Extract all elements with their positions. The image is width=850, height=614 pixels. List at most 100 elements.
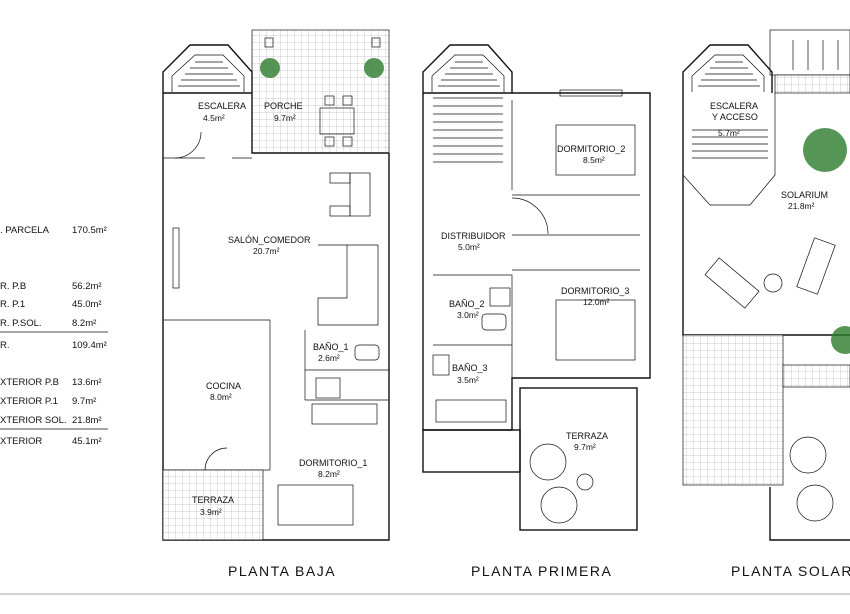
- lower-terrace-walls: [769, 487, 850, 541]
- stair-steps-icon: [438, 61, 500, 87]
- terrace-outline: [519, 387, 638, 531]
- balcony-ledge: [422, 429, 521, 473]
- pillar-icon: [371, 37, 381, 48]
- toilet-icon: [481, 313, 507, 331]
- plant-icon: [831, 326, 850, 354]
- summary-label: R. P.SOL.: [0, 318, 42, 329]
- room-area-dormitorio3: 12.0m²: [583, 297, 610, 307]
- sofa-icon: [317, 244, 379, 326]
- terraza-floor: [162, 469, 264, 541]
- room-area-terraza: 9.7m²: [574, 442, 596, 452]
- room-name-escalera: ESCALERA: [198, 101, 246, 111]
- plan-title-baja: PLANTA BAJA: [228, 563, 336, 579]
- door-swing-icon: [511, 197, 549, 235]
- summary-value: 8.2m²: [72, 318, 96, 329]
- bed-icon: [277, 484, 354, 526]
- summary-label: . PARCELA: [0, 225, 50, 236]
- summary-value: 56.2m²: [72, 281, 102, 292]
- summary-label: R. P.1: [0, 299, 25, 310]
- side-table-icon: [576, 473, 594, 491]
- plant-icon: [260, 58, 280, 78]
- dining-chair-icon: [329, 205, 351, 217]
- stair-steps-icon: [692, 129, 768, 159]
- plan-planta-baja: ESCALERA 4.5m² PORCHE 9.7m² SALÓN_COMEDO…: [162, 29, 390, 579]
- summary-value: 9.7m²: [72, 396, 96, 407]
- interior-wall: [433, 274, 513, 378]
- plant-icon: [803, 128, 847, 172]
- interior-wall: [304, 330, 389, 401]
- pillar-icon: [264, 37, 274, 48]
- railing-icon: [792, 40, 839, 70]
- stair-steps-icon: [178, 61, 240, 87]
- sunbed-icon: [796, 237, 836, 295]
- room-name-distribuidor: DISTRIBUIDOR: [441, 231, 506, 241]
- room-name-dormitorio1: DORMITORIO_1: [299, 458, 367, 468]
- summary-label: R. P.B: [0, 281, 26, 292]
- room-name-dormitorio3: DORMITORIO_3: [561, 286, 629, 296]
- sunbed-icon: [704, 257, 760, 309]
- chair-icon: [342, 136, 353, 147]
- summary-value: 170.5m²: [72, 225, 107, 236]
- room-area-bano3: 3.5m²: [457, 375, 479, 385]
- bathtub-icon: [311, 403, 378, 425]
- sink-icon: [315, 377, 341, 399]
- chair-icon: [342, 95, 353, 106]
- room-name-salon: SALÓN_COMEDOR: [228, 235, 311, 245]
- stair-steps-icon: [433, 97, 503, 163]
- table-icon: [319, 107, 355, 135]
- lounger-chair-icon: [796, 484, 834, 522]
- room-area-escalera: 5.7m²: [718, 128, 740, 138]
- room-area-dormitorio1: 8.2m²: [318, 469, 340, 479]
- room-area-dormitorio2: 8.5m²: [583, 155, 605, 165]
- stair-tower-outline: [422, 44, 513, 93]
- room-area-solarium: 21.8m²: [788, 201, 815, 211]
- door-swing-icon: [204, 447, 228, 471]
- room-area-escalera: 4.5m²: [203, 113, 225, 123]
- lounger-chair-icon: [789, 436, 827, 474]
- summary-value: 13.6m²: [72, 377, 102, 388]
- summary-value: 109.4m²: [72, 340, 107, 351]
- stair-enclosure: [682, 93, 776, 206]
- shower-icon: [489, 287, 511, 307]
- room-area-cocina: 8.0m²: [210, 392, 232, 402]
- tile-area: [682, 334, 784, 486]
- room-area-distribuidor: 5.0m²: [458, 242, 480, 252]
- bed-icon: [555, 299, 636, 361]
- ground-floor-walls: [162, 93, 390, 541]
- plant-icon: [364, 58, 384, 78]
- chair-icon: [324, 95, 335, 106]
- toilet-icon: [432, 354, 450, 376]
- room-name-escalera-line2: Y ACCESO: [712, 112, 758, 122]
- side-table-icon: [763, 273, 783, 293]
- room-name-terraza: TERRAZA: [566, 431, 608, 441]
- plan-title-primera: PLANTA PRIMERA: [471, 563, 612, 579]
- stair-tower-inner: [171, 54, 245, 92]
- plan-title-solarium: PLANTA SOLARIU: [731, 563, 850, 579]
- dining-table-icon: [349, 172, 371, 217]
- summary-value: 45.1m²: [72, 436, 102, 447]
- lounger-chair-icon: [529, 443, 567, 481]
- room-area-salon: 20.7m²: [253, 246, 280, 256]
- plan-planta-solarium: ESCALERA Y ACCESO 5.7m² SOLARIUM 21.8m² …: [682, 29, 850, 579]
- stair-tower-inner: [691, 54, 765, 92]
- room-name-porche: PORCHE: [264, 101, 303, 111]
- lounger-chair-icon: [540, 486, 578, 524]
- toilet-icon: [354, 344, 380, 361]
- window-icon: [559, 89, 623, 97]
- stair-steps-icon: [698, 61, 760, 87]
- area-summary-table: . PARCELA 170.5m² R. P.B 56.2m² R. P.1 4…: [0, 225, 108, 447]
- summary-label: XTERIOR P.1: [0, 396, 58, 407]
- summary-value: 45.0m²: [72, 299, 102, 310]
- door-swing-icon: [174, 131, 202, 159]
- bed-icon: [555, 124, 636, 176]
- summary-value: 21.8m²: [72, 415, 102, 426]
- chair-icon: [324, 136, 335, 147]
- room-name-bano2: BAÑO_2: [449, 299, 485, 309]
- summary-label: R.: [0, 340, 10, 351]
- stair-tower-outline: [162, 44, 253, 93]
- plan-planta-primera: DORMITORIO_2 8.5m² DISTRIBUIDOR 5.0m² BA…: [422, 44, 651, 579]
- porche-floor: [251, 29, 390, 154]
- summary-label: XTERIOR P.B: [0, 377, 59, 388]
- room-area-terraza: 3.9m²: [200, 507, 222, 517]
